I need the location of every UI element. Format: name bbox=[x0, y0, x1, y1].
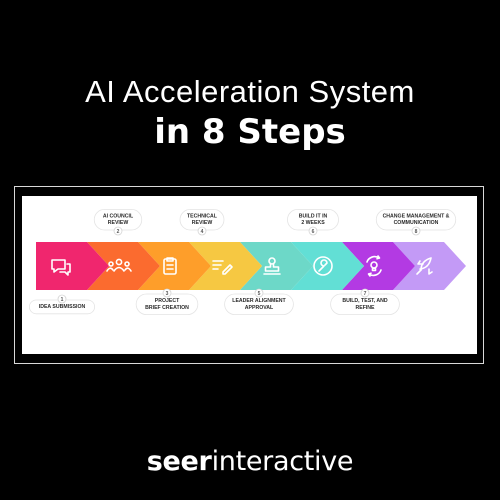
page-title-line2: in 8 Steps bbox=[154, 112, 346, 152]
step-number-text: 7 bbox=[364, 291, 367, 297]
step-number-text: 6 bbox=[312, 229, 315, 235]
step-number-text: 5 bbox=[258, 291, 261, 297]
step-label-text: 2 WEEKS bbox=[301, 220, 325, 226]
step-number-badge bbox=[162, 288, 172, 298]
step-label-text: BUILD, TEST, AND bbox=[342, 298, 388, 304]
chat-icon bbox=[51, 259, 71, 276]
step-number-badge bbox=[113, 226, 123, 236]
step-number-text: 2 bbox=[117, 229, 120, 235]
brand-logo-part1: seer bbox=[146, 446, 212, 477]
lightbulb-cycle-icon bbox=[366, 255, 382, 277]
step-label-text: REVIEW bbox=[192, 220, 213, 226]
step-number-text: 8 bbox=[415, 229, 418, 235]
step-arrow-1 bbox=[36, 242, 109, 290]
step-arrow-2 bbox=[87, 242, 160, 290]
stamp-icon bbox=[263, 257, 281, 275]
step-label-text: BUILD IT IN bbox=[299, 213, 328, 219]
brand-logo: seerinteractive bbox=[0, 446, 500, 477]
step-arrow-4 bbox=[189, 242, 262, 290]
step-label-8: CHANGE MANAGEMENT &COMMUNICATION 8 bbox=[375, 208, 457, 236]
step-number-text: 1 bbox=[61, 297, 64, 303]
people-icon bbox=[106, 258, 132, 272]
clipboard-icon bbox=[163, 257, 177, 275]
step-label-text: REFINE bbox=[355, 305, 375, 311]
step-arrow-7 bbox=[342, 242, 415, 290]
step-label-text: AI COUNCIL bbox=[103, 213, 134, 219]
step-number-badge bbox=[360, 288, 370, 298]
step-number-badge bbox=[308, 226, 318, 236]
step-label-6: BUILD IT IN2 WEEKS 6 bbox=[287, 208, 339, 236]
step-number-badge bbox=[57, 294, 67, 304]
step-label-text: COMMUNICATION bbox=[394, 220, 439, 226]
step-label-text: APPROVAL bbox=[245, 305, 274, 311]
step-label-text: REVIEW bbox=[108, 220, 129, 226]
step-number-text: 3 bbox=[166, 291, 169, 297]
step-number-badge bbox=[197, 226, 207, 236]
wrench-icon bbox=[313, 256, 333, 276]
step-label-text: TECHNICAL bbox=[187, 213, 218, 219]
step-label-text: LEADER ALIGNMENT bbox=[232, 298, 286, 304]
step-label-text: BRIEF CREATION bbox=[145, 305, 189, 311]
step-label-text: IDEA SUBMISSION bbox=[39, 304, 86, 310]
step-arrow-5 bbox=[240, 242, 313, 290]
brand-logo-part2: interactive bbox=[211, 446, 354, 477]
step-arrow-6 bbox=[291, 242, 364, 290]
step-arrow-3 bbox=[138, 242, 211, 290]
edit-list-icon bbox=[212, 260, 233, 275]
step-number-text: 4 bbox=[201, 229, 204, 235]
step-label-text: PROJECT bbox=[155, 298, 180, 304]
step-arrow-8 bbox=[393, 242, 466, 290]
rocket-icon bbox=[416, 257, 433, 275]
step-label-text: CHANGE MANAGEMENT & bbox=[383, 213, 450, 219]
step-number-badge bbox=[411, 226, 421, 236]
page-title-line1: AI Acceleration System bbox=[85, 74, 415, 109]
step-number-badge bbox=[254, 288, 264, 298]
